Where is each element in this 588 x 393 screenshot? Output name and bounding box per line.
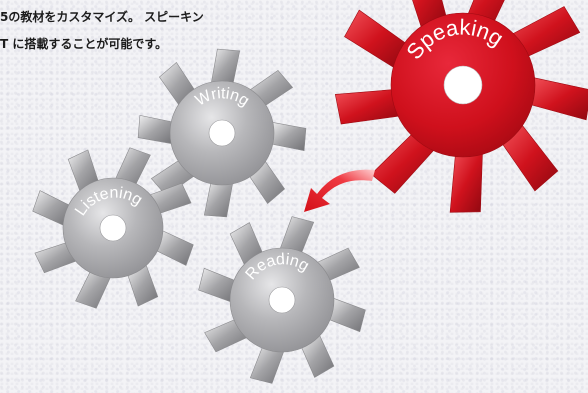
speaking-gear: Speaking bbox=[334, 0, 588, 213]
gear-tooth bbox=[449, 151, 483, 213]
gear-tooth bbox=[137, 114, 174, 145]
listening-gear: Listening bbox=[32, 147, 194, 309]
writing-gear: Writing bbox=[137, 48, 307, 218]
gear-tooth bbox=[334, 89, 401, 125]
gear-tooth bbox=[210, 48, 241, 85]
curved-arrow-icon bbox=[304, 169, 375, 212]
gear-tooth bbox=[270, 121, 307, 152]
gear-tooth bbox=[529, 77, 588, 121]
intro-line-2: T に搭載することが可能です。 bbox=[0, 37, 168, 51]
reading-gear: Reading bbox=[198, 216, 366, 384]
intro-text: 5の教材をカスタマイズ。 スピーキン T に搭載することが可能です。 bbox=[0, 4, 204, 58]
gear-tooth bbox=[203, 181, 234, 218]
intro-line-1: 5の教材をカスタマイズ。 スピーキン bbox=[0, 10, 204, 24]
